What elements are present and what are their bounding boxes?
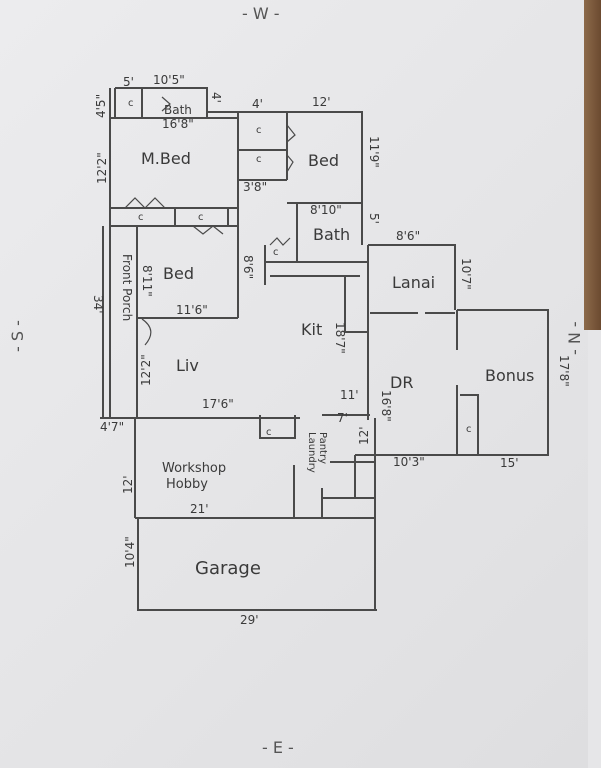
room-kitchen: Kit (301, 320, 323, 339)
room-lanai: Lanai (392, 273, 436, 292)
dim-hall-h: 8'6" (241, 255, 255, 280)
wall (102, 226, 238, 418)
wall (137, 518, 377, 611)
dim-bath-w: 10'5" (153, 73, 185, 87)
room-laundry: Laundry (306, 432, 317, 473)
room-bonus: Bonus (485, 366, 535, 385)
closet-label: c (466, 424, 472, 435)
dim-bed-ne-w: 12' (312, 95, 331, 109)
dim-bed-sw-w: 11'6" (176, 303, 208, 317)
room-bed-sw: Bed (163, 264, 194, 283)
room-living: Liv (176, 356, 199, 375)
dim-lanai-w: 8'6" (396, 229, 421, 243)
compass-east: - E - (262, 738, 294, 757)
wall (114, 87, 208, 118)
room-front-porch: Front Porch (120, 254, 134, 322)
dim-liv-h: 12'2" (139, 354, 153, 386)
room-hobby: Hobby (166, 477, 208, 492)
wall (238, 112, 362, 204)
closet-label: c (128, 98, 134, 109)
dim-kit-w: 11' (340, 388, 359, 402)
door-swing (124, 96, 296, 346)
dim-bath-h: 4'5" (94, 93, 108, 118)
dim-bath-closet-w: 5' (123, 75, 134, 89)
dim-workshop-h: 12' (121, 475, 135, 494)
dim-hall-w: 4' (252, 97, 263, 111)
dim-bath-right: 4' (209, 92, 223, 103)
dim-liv-w: 17'6" (202, 397, 234, 411)
dim-bonus-w: 15' (500, 456, 519, 470)
wall (110, 111, 363, 245)
room-master-bed: M.Bed (141, 149, 191, 168)
room-bath2: Bath (313, 225, 351, 244)
dim-dr-w: 10'3" (393, 455, 425, 469)
dim-hall-3-8: 3'8" (243, 180, 268, 194)
dim-bed-ne-h: 11'9" (367, 136, 381, 168)
dim-bonus-h: 17'8" (557, 355, 571, 387)
compass-north: - N - (565, 321, 584, 355)
dim-dr-h: 16'8" (379, 390, 393, 422)
dim-bath2-w: 8'10" (310, 203, 342, 217)
wall (264, 203, 369, 420)
dim-kit-h: 18'7" (333, 322, 347, 354)
room-master-bath: Bath (164, 103, 192, 117)
room-pantry: Pantry (317, 432, 328, 464)
room-workshop: Workshop (162, 461, 227, 476)
closet-label: c (138, 212, 144, 223)
dim-mbed-h: 12'2" (95, 152, 109, 184)
dim-garage-w: 29' (240, 613, 259, 627)
dim-porch-step: 4'7" (100, 420, 125, 434)
dim-pantry-12: 12' (357, 426, 371, 445)
room-garage: Garage (195, 558, 261, 579)
closet-label: c (198, 212, 204, 223)
paper-sheet (0, 0, 588, 768)
dim-garage-h: 10'4" (123, 536, 137, 568)
room-dining: DR (390, 373, 414, 392)
dim-mbed-w: 16'8" (162, 117, 194, 131)
compass-south: - S - (8, 320, 27, 352)
closet-label: c (273, 247, 279, 258)
dim-lanai-h: 10'7" (459, 258, 473, 290)
wall (368, 244, 456, 314)
closet-label: c (256, 125, 262, 136)
dim-workshop-w: 21' (190, 502, 209, 516)
dim-bath2-h: 5' (367, 213, 381, 224)
wood-background (584, 0, 601, 330)
closet-label: c (266, 427, 272, 438)
dim-porch-len: 34' (91, 295, 105, 314)
closet-label: c (256, 154, 262, 165)
wall (370, 309, 549, 456)
wall (110, 208, 238, 227)
dim-kit-7: 7' (337, 411, 348, 425)
room-bed-ne: Bed (308, 151, 339, 170)
wall (100, 414, 376, 610)
dim-bed-sw-h: 8'11" (140, 265, 154, 297)
compass-west: - W - (242, 4, 280, 23)
